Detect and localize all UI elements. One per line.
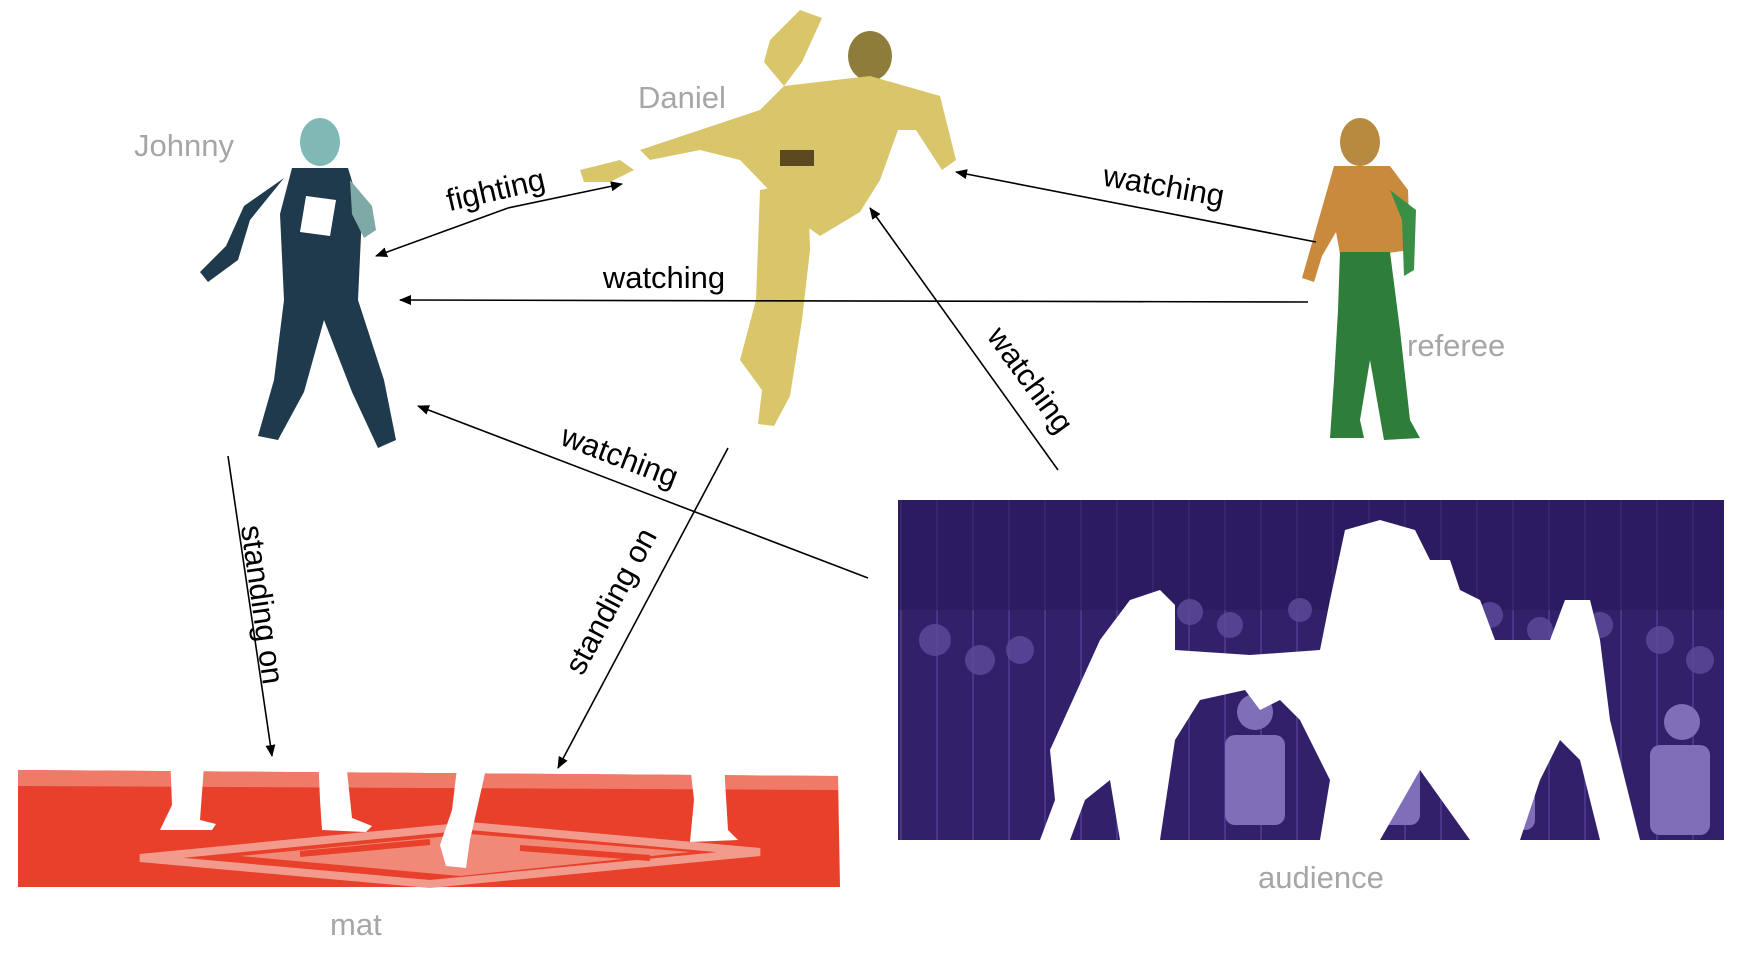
johnny-label: Johnny: [134, 128, 234, 163]
edge-line: [399, 295, 1309, 306]
johnny-node: Johnny: [134, 118, 396, 448]
referee-node: referee: [1302, 118, 1505, 440]
audience-node: audience: [898, 500, 1724, 895]
edge-daniel-standing-on-mat: standing on: [557, 447, 729, 769]
audience-image: [898, 500, 1724, 840]
johnny-figure: [200, 118, 396, 448]
audience-label: audience: [1258, 860, 1384, 895]
referee-label: referee: [1407, 328, 1505, 363]
edge-audience-watching-daniel: watching: [869, 207, 1081, 471]
mat-image: [18, 752, 840, 889]
edge-line: [507, 181, 623, 209]
daniel-node: Daniel: [580, 10, 956, 426]
edge-line: [227, 455, 276, 757]
edge-line: [417, 405, 869, 579]
edge-line: [557, 447, 729, 769]
edge-label-watching: watching: [1100, 158, 1228, 214]
edge-label-standing-on: standing on: [234, 523, 291, 687]
daniel-label: Daniel: [638, 80, 726, 115]
referee-figure: [1302, 118, 1420, 440]
daniel-figure: [580, 10, 956, 426]
edge-line: [375, 207, 509, 257]
edge-line: [869, 207, 1059, 471]
mat-node: mat: [18, 752, 840, 942]
edge-label-watching: watching: [980, 319, 1081, 439]
edge-referee-watching-daniel: watching: [955, 158, 1317, 243]
edge-johnny-standing-on-mat: standing on: [227, 455, 291, 757]
mat-label: mat: [330, 907, 382, 942]
edge-label-standing-on: standing on: [558, 522, 664, 680]
edge-label-watching: watching: [602, 260, 725, 295]
edge-label-fighting: fighting: [443, 161, 548, 218]
edge-line: [955, 169, 1317, 243]
edge-referee-watching-johnny: watching: [399, 260, 1309, 306]
